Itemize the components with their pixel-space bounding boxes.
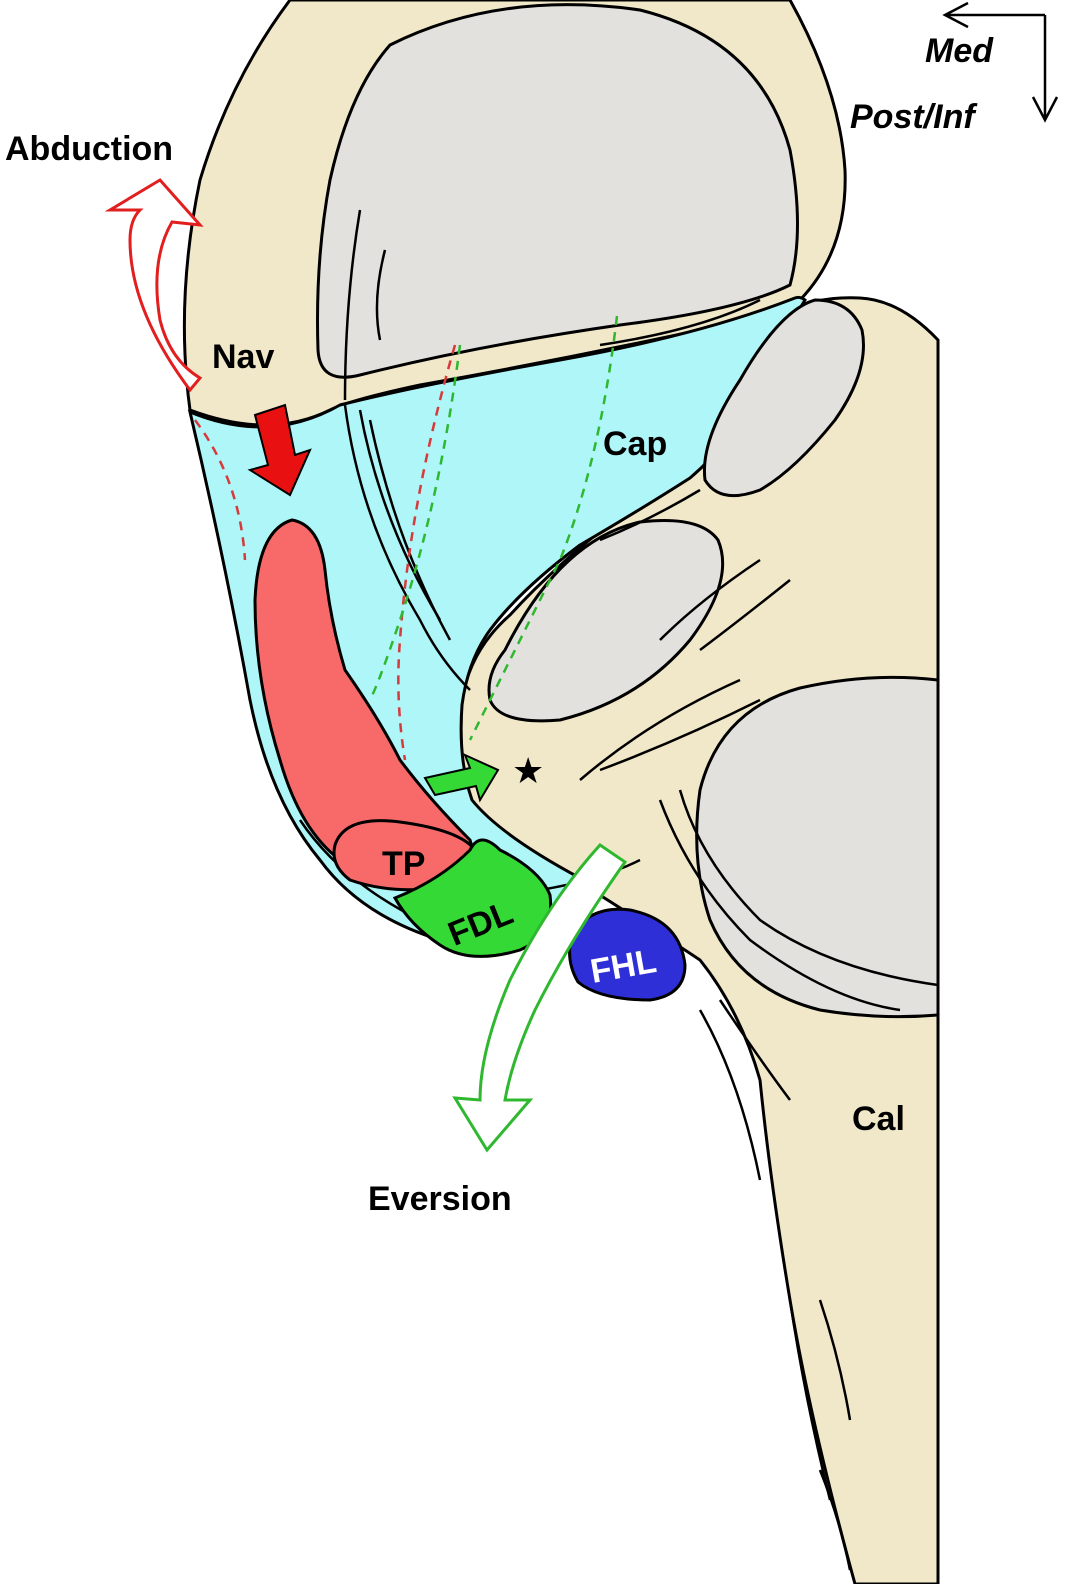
med-label: Med <box>925 32 994 70</box>
posterior-inferior-arrow <box>1031 15 1059 123</box>
eversion-arrow <box>452 843 628 1153</box>
nav-label: Nav <box>212 338 274 376</box>
ligament-lines <box>193 315 619 761</box>
post-inf-label: Post/Inf <box>850 98 978 136</box>
compression-arrow <box>247 403 312 497</box>
eversion-label: Eversion <box>368 1180 512 1218</box>
tp-label: TP <box>382 845 425 883</box>
abduction-label: Abduction <box>5 130 173 168</box>
cap-label: Cap <box>603 425 667 463</box>
articular-surface-upper <box>702 298 865 498</box>
abduction-arrow <box>104 178 204 393</box>
orientation-arrows <box>942 1 1059 123</box>
bone-contour-lines <box>258 209 939 1571</box>
talar-head-cartilage <box>316 3 799 379</box>
cal-label: Cal <box>852 1100 905 1138</box>
medial-arrow <box>942 1 1045 29</box>
articular-surface-lower <box>695 675 940 1019</box>
fhl-tendon <box>568 907 687 1002</box>
fdl-tendon <box>392 838 553 958</box>
articular-surface-middle <box>487 518 725 723</box>
small-green-arrow <box>423 753 500 803</box>
star-marker: ★ <box>512 750 544 791</box>
